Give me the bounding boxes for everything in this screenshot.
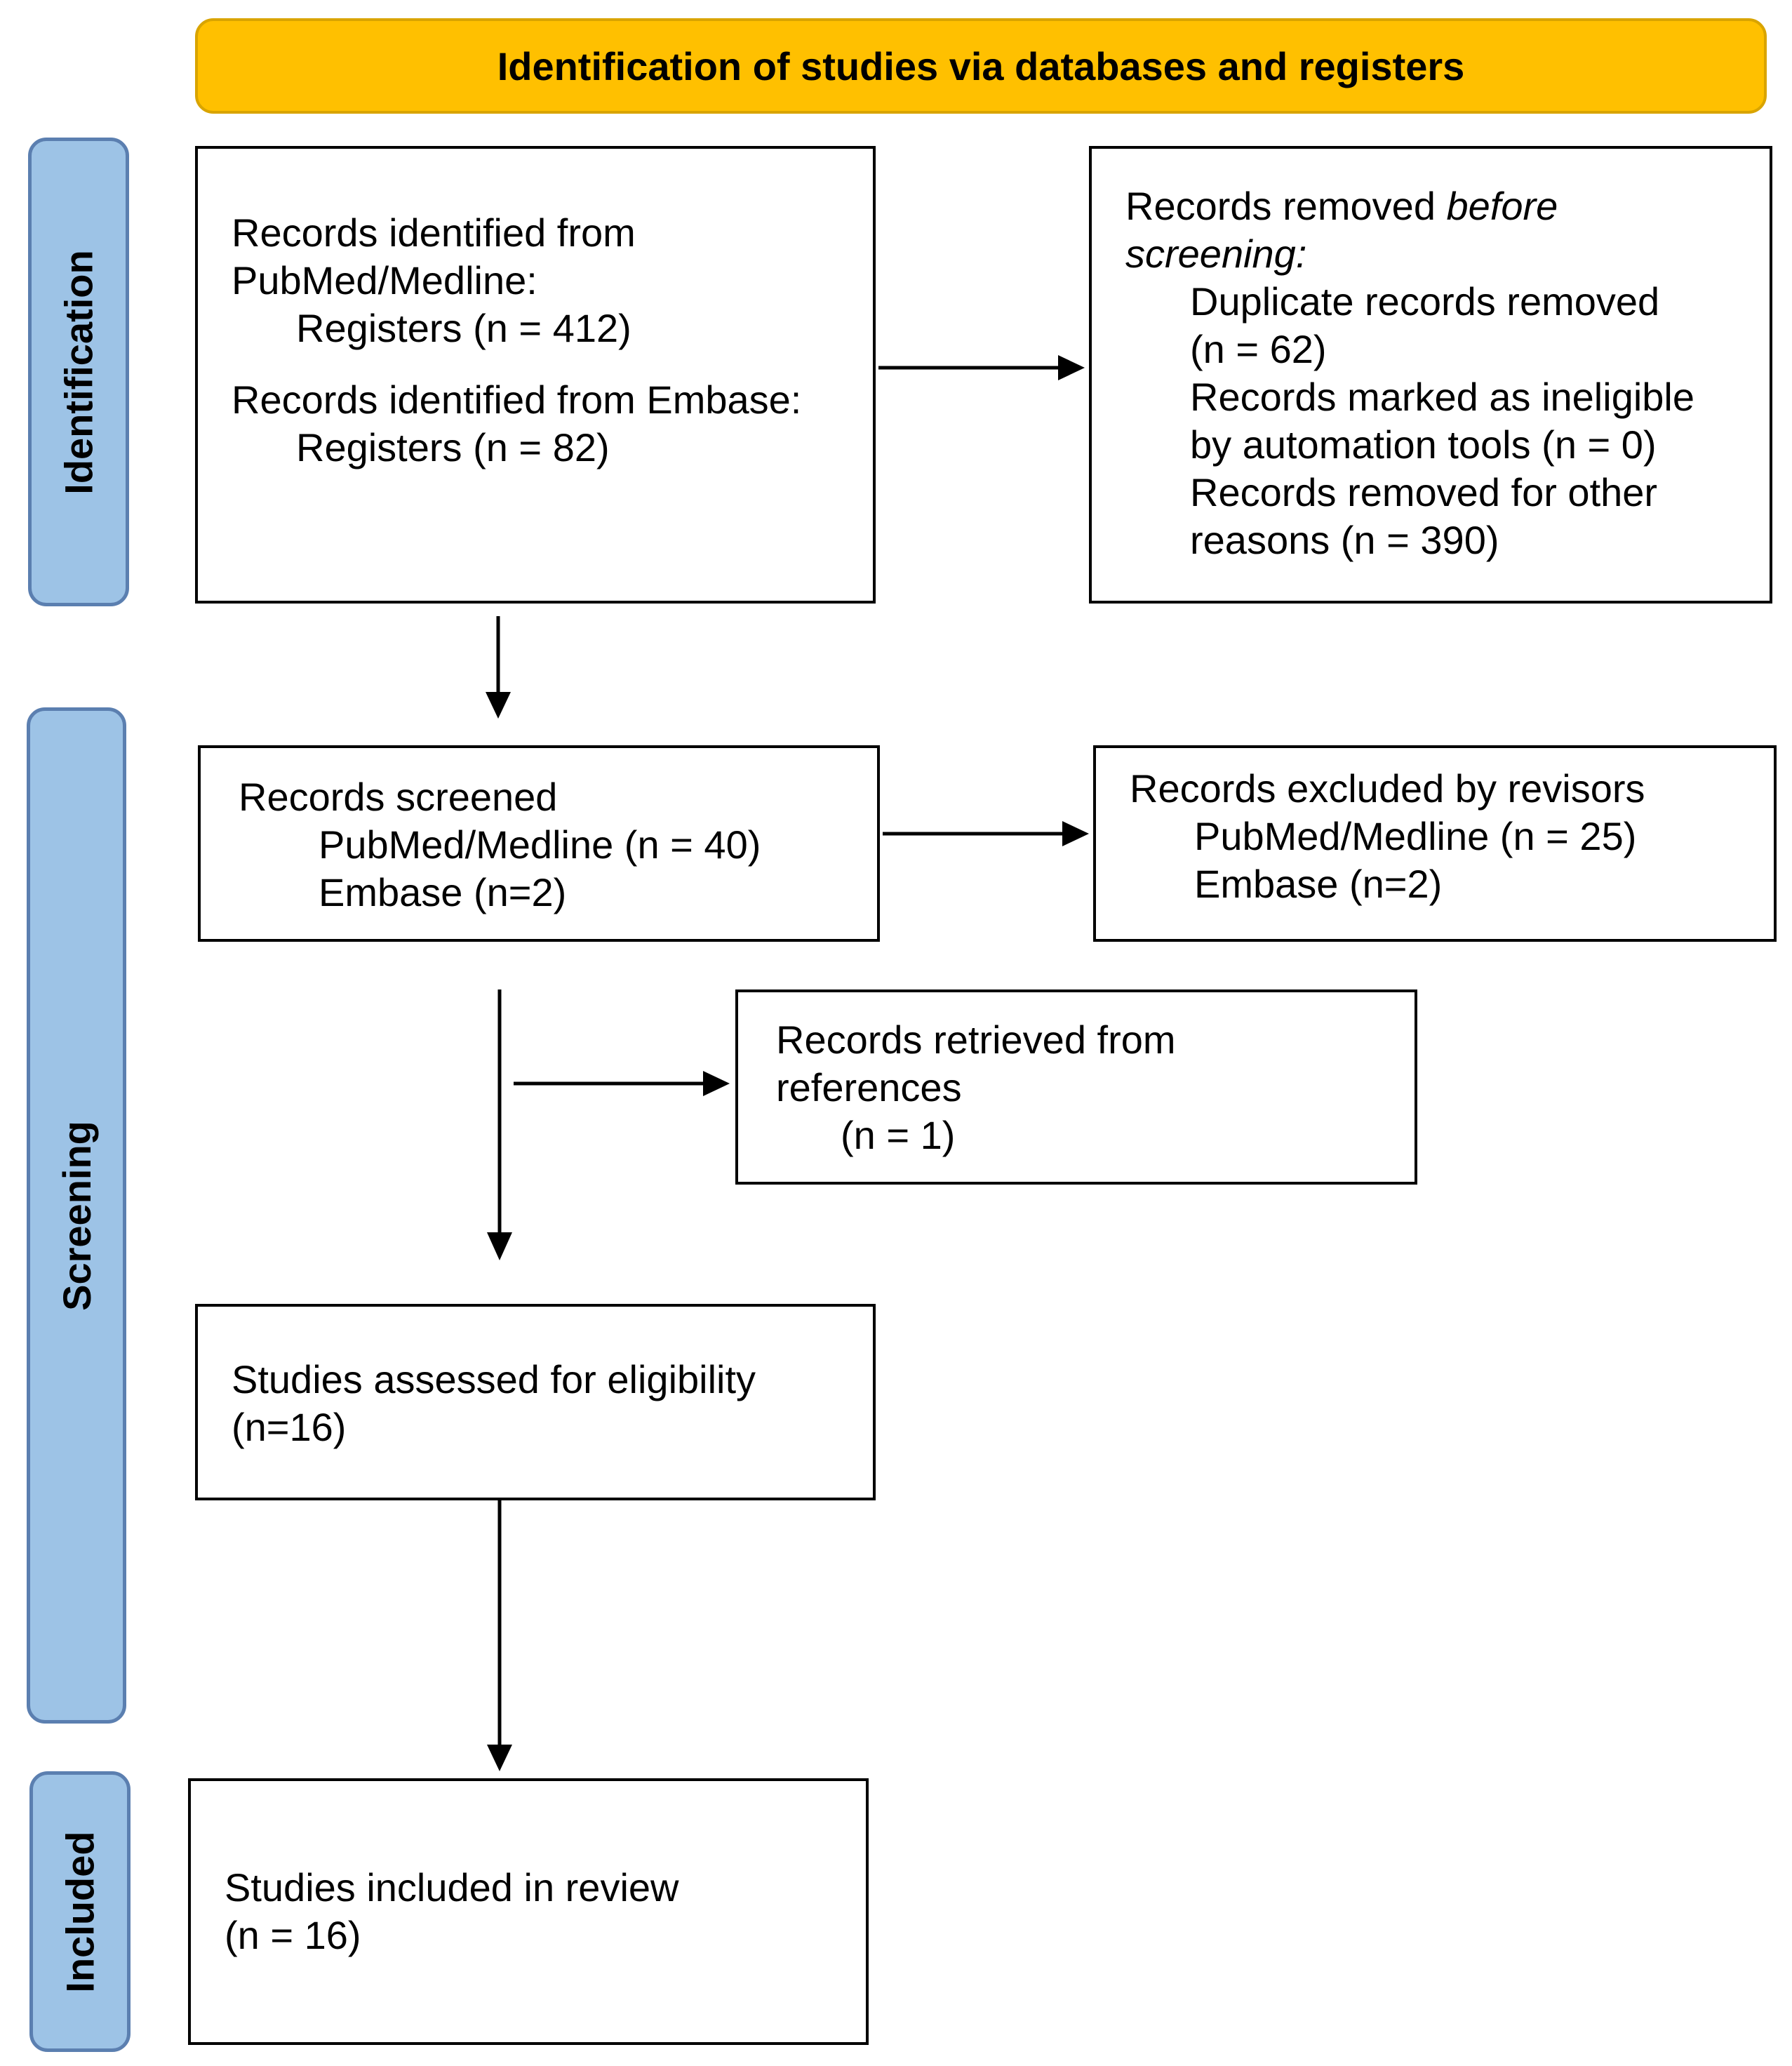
records-screened-title: Records screened <box>239 775 558 819</box>
records-removed-before: before <box>1446 184 1558 228</box>
box-records-screened: Records screened PubMed/Medline (n = 40)… <box>198 745 880 942</box>
records-identified-line4: Records identified from Embase: <box>232 378 802 422</box>
records-removed-ineligible-count: by automation tools (n = 0) <box>1190 422 1657 467</box>
records-removed-screening: screening <box>1125 232 1296 276</box>
arrowhead-removed <box>1058 355 1085 380</box>
records-identified-line2: PubMed/Medline: <box>232 258 537 302</box>
records-removed-line1: Records removed before <box>1125 182 1770 230</box>
records-identified-line1: Records identified from <box>232 211 636 255</box>
records-screened-embase: Embase (n=2) <box>319 870 567 914</box>
records-removed-duplicates-count: (n = 62) <box>1190 327 1327 371</box>
section-header-identification: Identification of studies via databases … <box>195 18 1767 114</box>
records-removed-ineligible: Records marked as ineligible <box>1190 375 1695 419</box>
phase-tab-identification: Identification <box>28 138 129 606</box>
records-removed-other: Records removed for other <box>1190 470 1658 514</box>
records-removed-duplicates: Duplicate records removed <box>1190 279 1660 324</box>
box-records-removed: Records removed before screening: Duplic… <box>1089 146 1772 604</box>
records-retrieved-line1: Records retrieved from <box>776 1018 1176 1062</box>
box-records-identified: Records identified from PubMed/Medline: … <box>195 146 876 604</box>
box-studies-included: Studies included in review (n = 16) <box>188 1778 869 2045</box>
records-retrieved-count: (n = 1) <box>841 1113 956 1157</box>
box-records-excluded: Records excluded by revisors PubMed/Medl… <box>1093 745 1777 942</box>
studies-included-title: Studies included in review <box>225 1865 679 1910</box>
records-removed-other-count: reasons (n = 390) <box>1190 518 1499 562</box>
records-removed-line2: screening: <box>1125 230 1770 278</box>
arrowhead-assessed <box>487 1232 512 1260</box>
records-screened-pubmed: PubMed/Medline (n = 40) <box>319 822 761 867</box>
studies-assessed-title: Studies assessed for eligibility <box>232 1357 756 1401</box>
arrowhead-excluded <box>1062 821 1089 846</box>
records-retrieved-line2: references <box>776 1065 962 1109</box>
arrowhead-included <box>487 1745 512 1771</box>
arrowhead-screened <box>486 692 511 719</box>
records-identified-embase-count: Registers (n = 82) <box>296 425 610 469</box>
records-removed-colon: : <box>1295 232 1307 276</box>
header-title: Identification of studies via databases … <box>497 44 1465 88</box>
phase-tab-screening: Screening <box>27 707 126 1724</box>
studies-assessed-count: (n=16) <box>232 1405 347 1449</box>
phase-tab-included: Included <box>29 1771 131 2052</box>
box-records-retrieved: Records retrieved from references (n = 1… <box>735 989 1417 1185</box>
records-excluded-title: Records excluded by revisors <box>1130 766 1645 811</box>
records-excluded-pubmed: PubMed/Medline (n = 25) <box>1194 814 1637 858</box>
box-studies-assessed: Studies assessed for eligibility (n=16) <box>195 1304 876 1500</box>
studies-included-count: (n = 16) <box>225 1913 361 1957</box>
records-excluded-embase: Embase (n=2) <box>1194 862 1443 906</box>
records-identified-pubmed-count: Registers (n = 412) <box>296 306 631 350</box>
records-removed-prefix: Records removed <box>1125 184 1447 228</box>
arrowhead-retrieved <box>703 1071 730 1096</box>
